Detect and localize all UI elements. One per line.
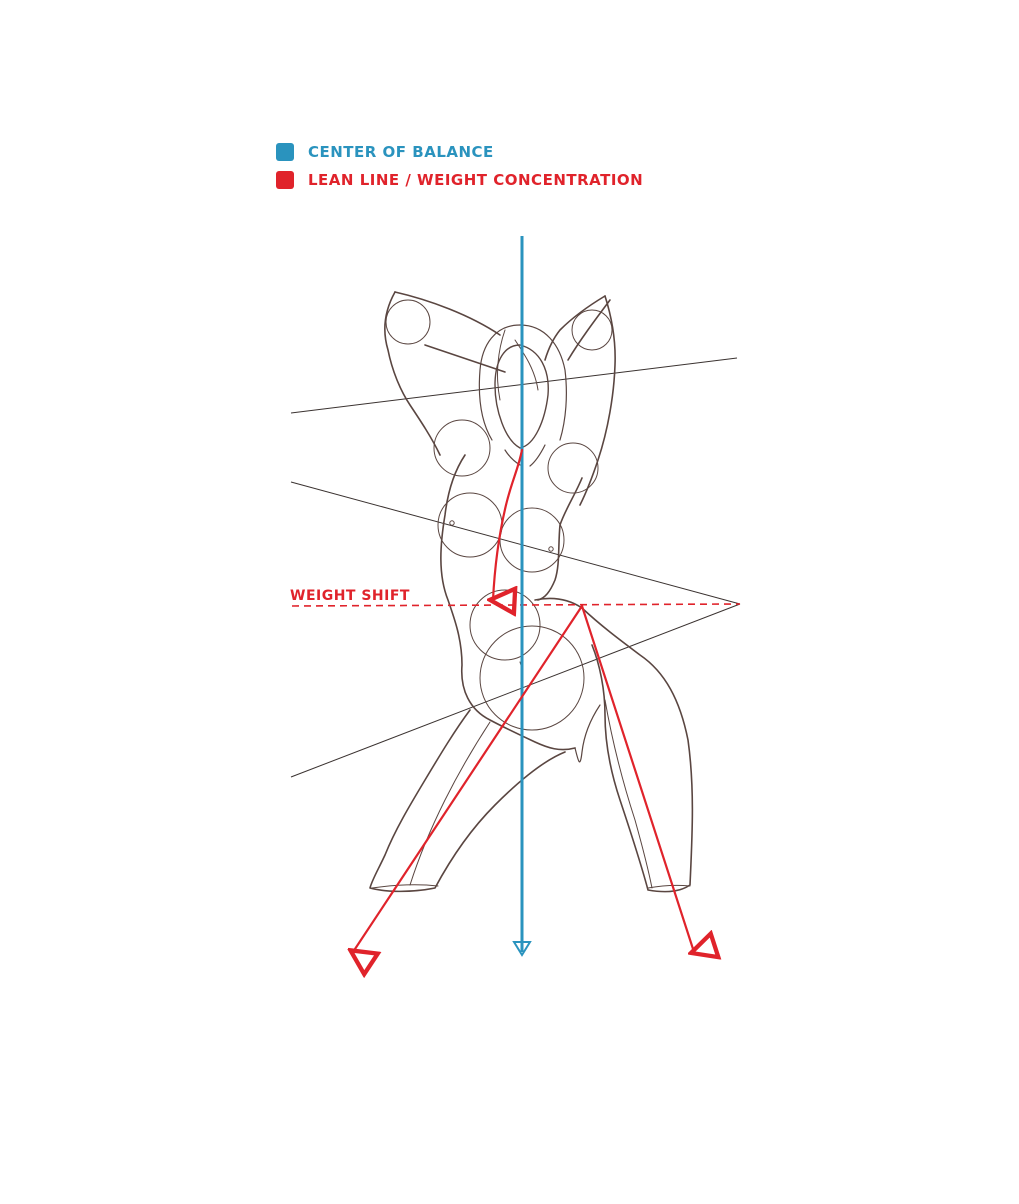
center-of-balance-line [512, 236, 532, 957]
spine-lean-line [493, 448, 524, 600]
chest-guide-line [290, 481, 741, 605]
figure-sketch [369, 291, 694, 893]
left-leg-lean-line [353, 604, 584, 952]
lean-legend-label: Lean line / Weight concentration [308, 171, 644, 189]
legend-item-balance: Center of balance [276, 138, 643, 166]
shoulder-guide-line [290, 357, 738, 414]
hip-guide-line [290, 603, 741, 778]
weight-shift-label: Weight shift [290, 588, 410, 604]
balance-legend-label: Center of balance [308, 143, 494, 161]
legend-item-lean: Lean line / Weight concentration [276, 166, 643, 194]
perspective-guides [290, 357, 741, 778]
lean-swatch [276, 171, 294, 189]
right-leg-lean-line [580, 604, 694, 952]
legend: Center of balance Lean line / Weight con… [276, 138, 643, 194]
weight-shift-line [291, 603, 741, 607]
lean-lines [353, 448, 694, 952]
balance-swatch [276, 143, 294, 161]
